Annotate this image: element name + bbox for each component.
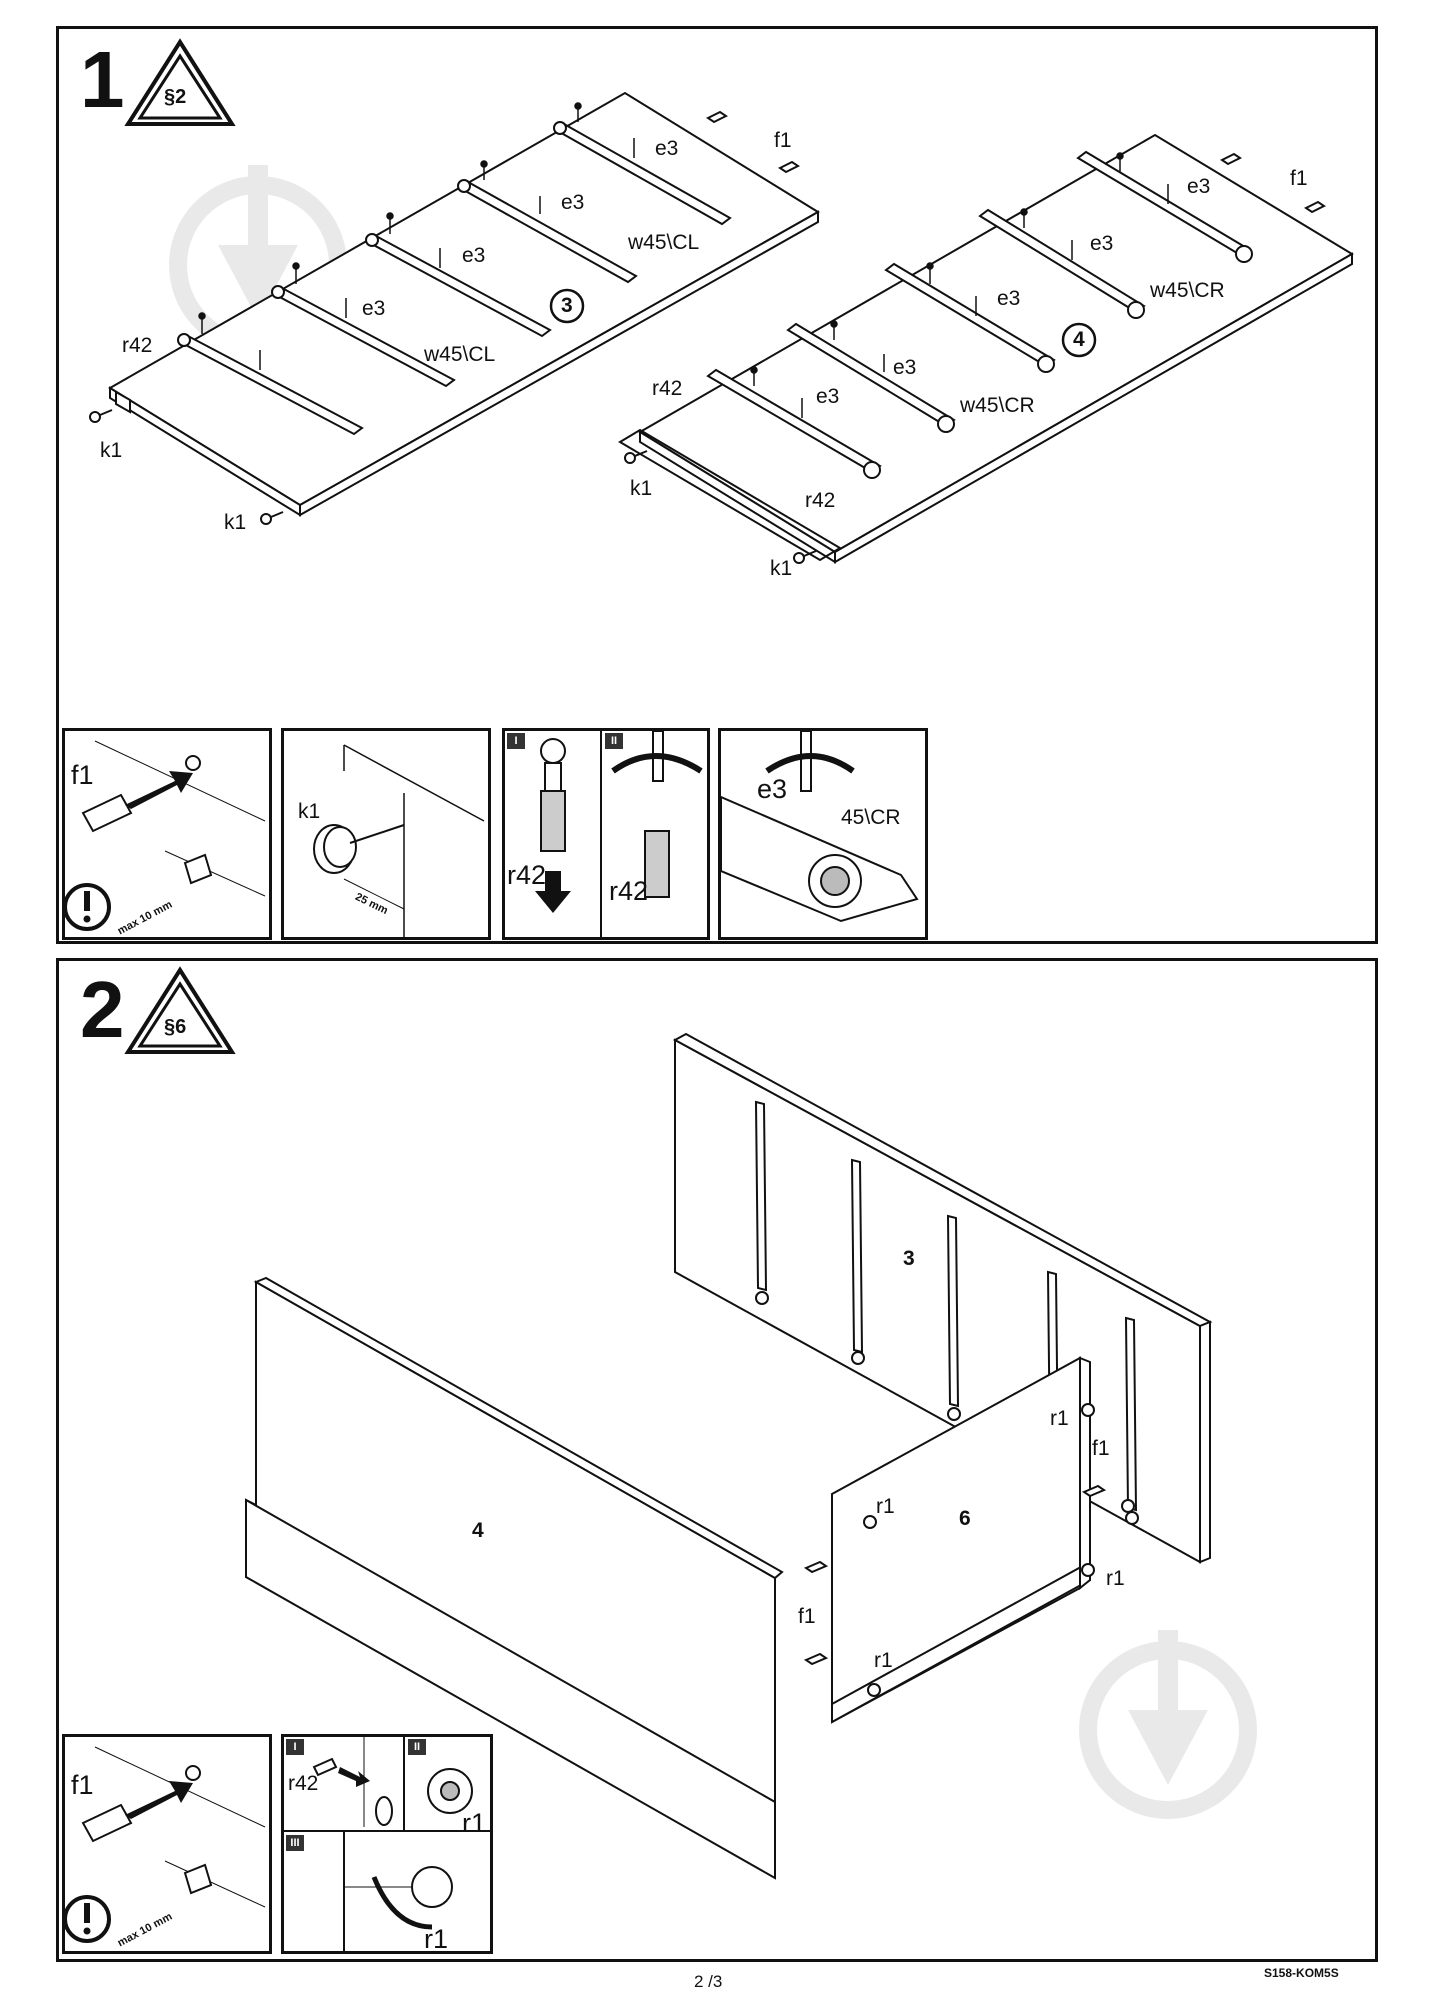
label-r1: r1 (1106, 1567, 1125, 1590)
label-e3: e3 (362, 297, 386, 320)
label-part-3: 3 (903, 1247, 915, 1270)
step-1-panel (56, 26, 1378, 944)
label-e3: e3 (757, 774, 788, 804)
label-part-4: 4 (1073, 328, 1085, 351)
label-r1: r1 (424, 1924, 449, 1954)
inset-foot-k1: k1 25 mm (281, 728, 491, 940)
label-k1: k1 (770, 557, 793, 580)
label-r42: r42 (122, 334, 153, 357)
step-1-number: 1 (80, 35, 125, 124)
watermark-logo (169, 165, 1257, 1819)
step-2-number: 2 (80, 965, 125, 1054)
label-f1: f1 (774, 129, 792, 152)
step-2-panel (56, 958, 1378, 1962)
inset-dowel-f1: f1 max 10 mm (62, 1734, 272, 1954)
drawer-rails-right (706, 150, 1253, 479)
label-e3: e3 (1187, 175, 1211, 198)
board-part-3 (108, 91, 820, 517)
inset-connector-r42: I II r42 r42 (502, 728, 710, 940)
warning-text: §2 (164, 86, 187, 108)
label-part-4: 4 (472, 1519, 484, 1542)
label-r42: r42 (507, 860, 547, 890)
label-r42: r42 (805, 489, 836, 512)
warning-triangle-icon (124, 966, 236, 1054)
label-f1: f1 (1092, 1437, 1110, 1460)
label-k1: k1 (630, 477, 653, 500)
dowel-f1 (803, 1484, 1107, 1666)
label-f1: f1 (71, 1770, 94, 1800)
label-r42: r42 (288, 1772, 319, 1795)
label-w45-cl: w45\CL (424, 343, 496, 366)
label-f1: f1 (71, 760, 94, 790)
label-k1: k1 (224, 511, 247, 534)
dowel-f1 (706, 110, 1326, 214)
label-w45-cl: w45\CL (628, 231, 700, 254)
label-k1: k1 (100, 439, 123, 462)
label-w45-cr: w45\CR (1150, 279, 1225, 302)
label-part-6: 6 (959, 1507, 971, 1530)
inset-screw-e3-rail: e3 45\CR (718, 728, 928, 940)
roman-step-1: I (286, 1739, 304, 1755)
screw-set (198, 102, 635, 370)
warning-text: §6 (164, 1016, 187, 1038)
label-r1: r1 (874, 1649, 893, 1672)
board-part-4-upright (245, 1276, 784, 1880)
inset-connector-r1: I II III r42 r1 r1 (281, 1734, 493, 1954)
label-k1: k1 (298, 800, 321, 823)
label-e3: e3 (816, 385, 840, 408)
foot-k1 (89, 409, 817, 564)
warning-triangle-icon (124, 38, 236, 126)
label-e3: e3 (1090, 232, 1114, 255)
label-part-3: 3 (561, 294, 573, 317)
board-part-6-upright (831, 1356, 1091, 1724)
label-e3: e3 (561, 191, 585, 214)
label-r1: r1 (876, 1495, 895, 1518)
label-e3: e3 (462, 244, 486, 267)
product-code: S158-KOM5S (1264, 1966, 1339, 1980)
label-e3: e3 (997, 287, 1021, 310)
roman-step-2: II (605, 733, 623, 749)
page-number: 2 /3 (694, 1972, 723, 1991)
screw-set (750, 152, 1169, 418)
label-e3: e3 (655, 137, 679, 160)
label-r42: r42 (652, 377, 683, 400)
label-e3: e3 (893, 356, 917, 379)
label-r1: r1 (1050, 1407, 1069, 1430)
label-r1: r1 (462, 1808, 487, 1838)
inset-dowel-f1: f1 max 10 mm (62, 728, 272, 940)
vertical-rails (754, 1100, 1139, 1525)
roman-step-1: I (507, 733, 525, 749)
label-f1: f1 (798, 1605, 816, 1628)
connector-r1 (863, 1403, 1135, 1697)
label-r42: r42 (609, 876, 649, 906)
board-part-4 (618, 133, 1354, 564)
roman-step-2: II (408, 1739, 426, 1755)
label-45-cr: 45\CR (841, 806, 901, 829)
roman-step-3: III (286, 1835, 304, 1851)
label-f1: f1 (1290, 167, 1308, 190)
drawer-rails-left (177, 121, 732, 436)
label-w45-cr: w45\CR (960, 394, 1035, 417)
